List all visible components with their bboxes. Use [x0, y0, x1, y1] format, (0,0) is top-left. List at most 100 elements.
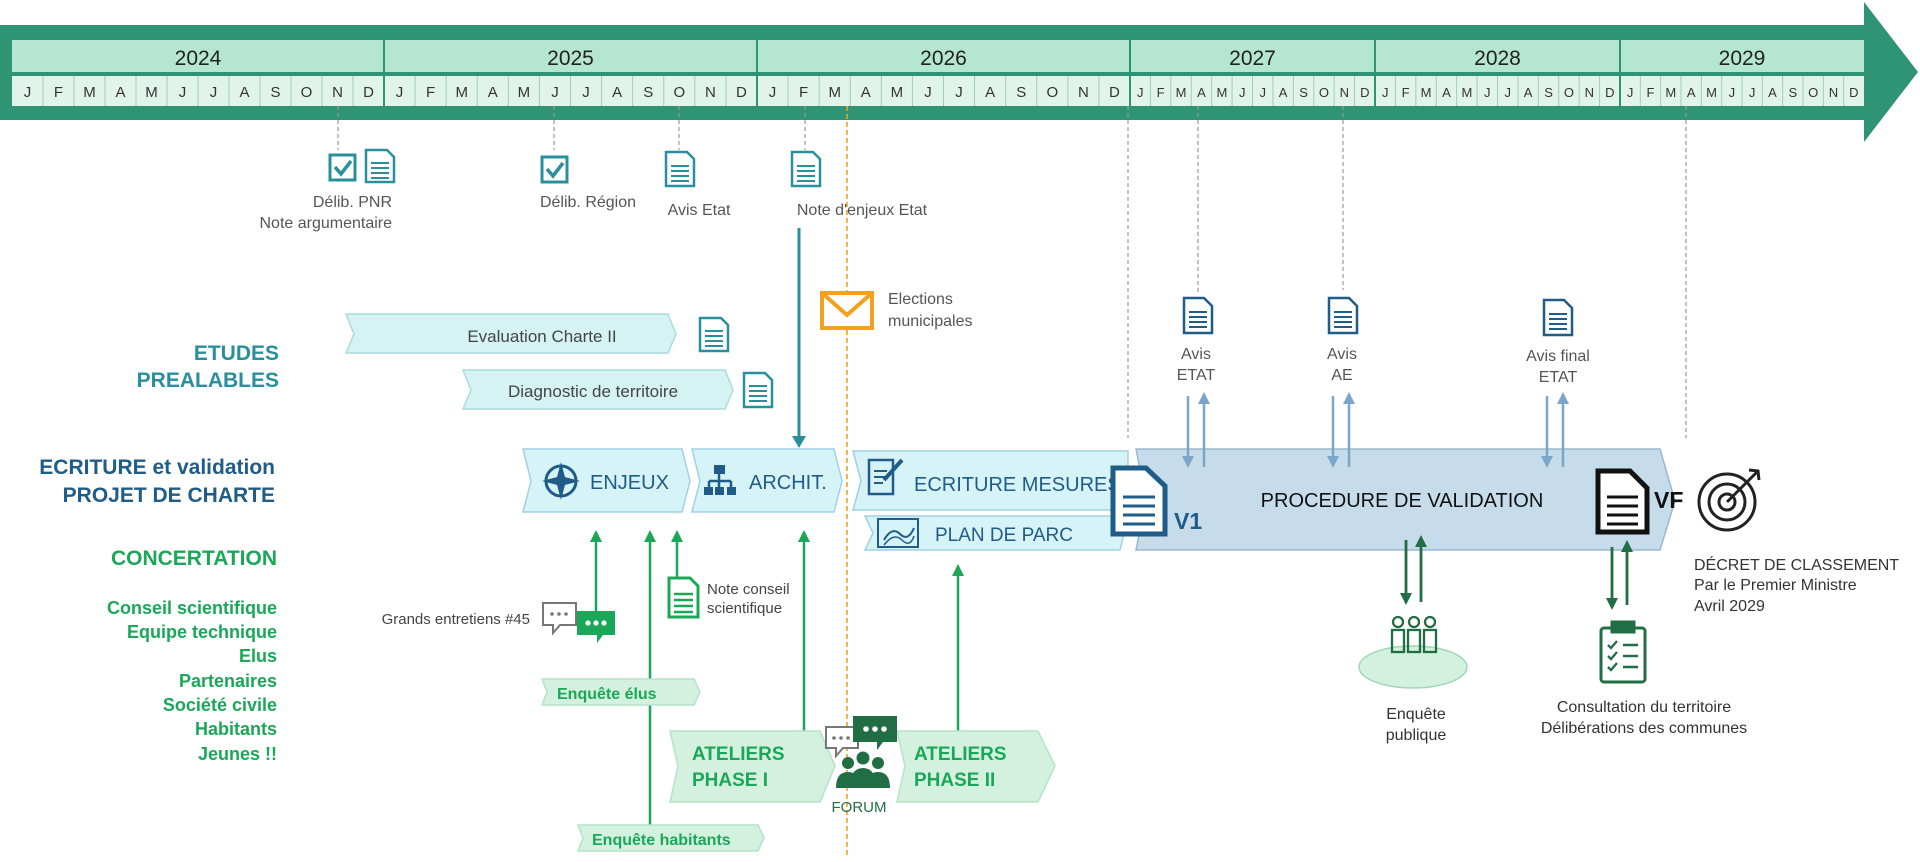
month-label: M — [891, 84, 904, 101]
years-row — [12, 40, 1864, 72]
month-label: O — [1319, 85, 1329, 100]
month-label: F — [1402, 85, 1410, 100]
month-label: M — [1706, 85, 1717, 100]
month-label: J — [1627, 85, 1634, 100]
year-label: 2024 — [175, 47, 222, 70]
ateliers1-line-2: PHASE I — [692, 770, 768, 791]
clipboard-icon — [1599, 620, 1647, 684]
month-label: O — [301, 84, 313, 101]
arrowhead — [798, 530, 810, 542]
stakeholder-item: Jeunes !! — [198, 744, 277, 764]
month-label: J — [1137, 85, 1144, 100]
month-label: A — [239, 84, 249, 101]
exchange-arrows — [1182, 392, 1210, 468]
consultation-territoire: Consultation du territoire Délibérations… — [1541, 540, 1747, 737]
grands-entretiens-label: Grands entretiens #45 — [382, 611, 530, 628]
month-label: A — [1768, 85, 1777, 100]
archit-label: ARCHIT. — [749, 472, 827, 494]
block-diagnostic-territoire: Diagnostic de territoire — [461, 369, 774, 410]
stakeholder-item: Elus — [239, 646, 277, 666]
month-label: M — [83, 84, 96, 101]
month-label: M — [1665, 85, 1676, 100]
avis-etat-label: Avis Etat — [668, 202, 731, 219]
milestone-elections: Elections municipales — [820, 291, 972, 330]
document-icon — [1182, 296, 1214, 335]
note-conseil-scientifique: Note conseil scientifique — [667, 576, 790, 619]
month-label: J — [1504, 85, 1511, 100]
document-icon — [698, 316, 730, 353]
month-label: J — [1749, 85, 1756, 100]
month-label: J — [179, 84, 187, 101]
note-conseil-line-1: Note conseil — [707, 581, 790, 598]
month-label: J — [1239, 85, 1246, 100]
block-procedure-validation: PROCEDURE DE VALIDATION — [1135, 448, 1676, 551]
map-icon — [877, 518, 919, 548]
month-label: M — [145, 84, 158, 101]
evaluation-label: Evaluation Charte II — [467, 327, 616, 346]
month-label: N — [1340, 85, 1349, 100]
month-label: F — [1157, 85, 1165, 100]
month-label: M — [828, 84, 841, 101]
org-chart-icon — [704, 465, 736, 495]
milestone-delib-region: Délib. Région — [540, 155, 636, 211]
enquete-publique-line-2: publique — [1386, 727, 1447, 744]
vf-label: VF — [1654, 487, 1683, 513]
note-argumentaire-label: Note argumentaire — [259, 215, 392, 232]
exchange-arrows — [1541, 392, 1569, 468]
month-label: A — [1442, 85, 1451, 100]
month-label: D — [736, 84, 747, 101]
forum-label: FORUM — [832, 799, 887, 816]
month-label: S — [643, 84, 653, 101]
month-label: M — [1176, 85, 1187, 100]
year-label: 2028 — [1474, 47, 1521, 70]
month-label: D — [1109, 84, 1120, 101]
stakeholder-item: Conseil scientifique — [107, 598, 277, 618]
document-icon — [1542, 298, 1574, 337]
enjeux-label: ENJEUX — [590, 472, 669, 494]
diagnostic-label: Diagnostic de territoire — [508, 382, 678, 401]
month-label: D — [363, 84, 374, 101]
month-label: D — [1849, 85, 1858, 100]
month-label: A — [115, 84, 125, 101]
enquete-habitants-label: Enquête habitants — [592, 832, 731, 849]
document-icon — [790, 150, 822, 188]
month-label: S — [1016, 84, 1026, 101]
elections-label-1: Elections — [888, 291, 953, 308]
month-label: N — [1829, 85, 1838, 100]
document-icon — [664, 150, 696, 188]
note-enjeux-arrowhead — [792, 436, 806, 448]
month-label: J — [1484, 85, 1491, 100]
delib-pnr-label: Délib. PNR — [313, 194, 392, 211]
block-archit: ARCHIT. — [691, 448, 843, 513]
month-label: N — [1585, 85, 1594, 100]
consultation-line-1: Consultation du territoire — [1557, 699, 1731, 716]
milestone-avis-etat: Avis Etat — [664, 150, 731, 219]
milestone-avis-etat-2027: Avis ETAT — [1177, 296, 1215, 468]
month-label: M — [1421, 85, 1432, 100]
people-group-icon — [836, 751, 890, 788]
consultation-line-2: Délibérations des communes — [1541, 720, 1747, 737]
month-label: F — [799, 84, 808, 101]
people-group-icon — [1390, 615, 1438, 654]
row-label-ecriture-2: PROJET DE CHARTE — [63, 484, 275, 507]
compass-icon — [542, 462, 580, 500]
decree-line-2: Par le Premier Ministre — [1694, 577, 1857, 594]
document-icon — [1327, 296, 1359, 335]
month-label: N — [1078, 84, 1089, 101]
year-label: 2026 — [920, 47, 967, 70]
document-icon — [667, 576, 700, 619]
month-label: J — [1259, 85, 1266, 100]
month-label: J — [396, 84, 404, 101]
arrowhead — [590, 530, 602, 542]
stakeholder-item: Société civile — [163, 695, 277, 715]
chat-icon — [542, 602, 615, 643]
month-label: O — [1808, 85, 1818, 100]
milestone-ticks — [337, 106, 1687, 438]
month-label: A — [985, 84, 995, 101]
stakeholder-item: Equipe technique — [127, 622, 277, 642]
month-label: J — [1729, 85, 1736, 100]
month-label: D — [1605, 85, 1614, 100]
month-label: N — [332, 84, 343, 101]
checkbox-icon — [540, 155, 569, 184]
plan-de-parc-label: PLAN DE PARC — [935, 525, 1073, 546]
